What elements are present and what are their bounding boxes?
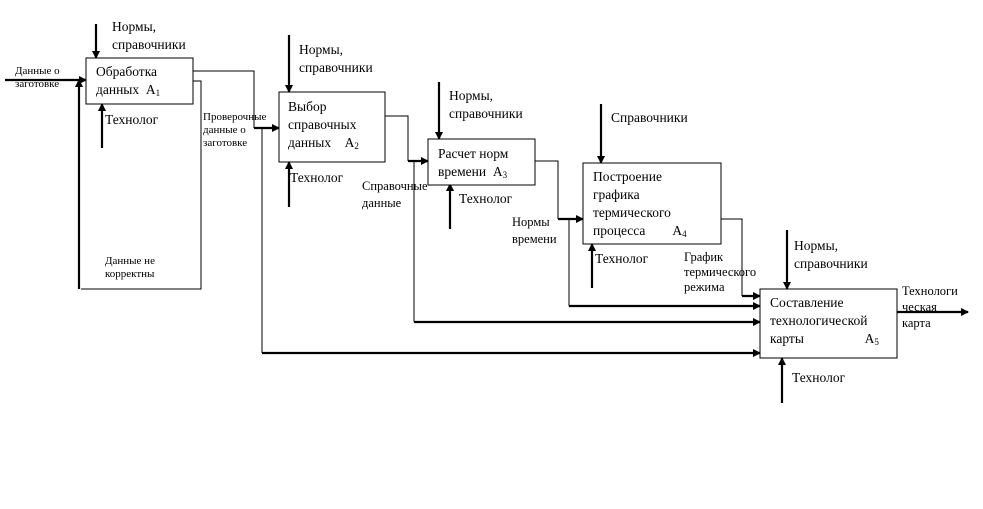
graph-line1: График [684, 250, 724, 264]
block-a1-num: 1 [155, 88, 161, 98]
block-a5-line2: технологической [770, 313, 868, 328]
control-label-a3-line1: Нормы, [449, 88, 494, 103]
block-a2-code: A [344, 135, 355, 150]
block-a5-line3: карты [770, 331, 804, 346]
incorrect-data-line2: корректны [105, 268, 155, 280]
graph-line3: режима [684, 280, 725, 294]
block-a3-line2: времени [438, 164, 487, 179]
control-label-a5-line1: Нормы, [794, 238, 839, 253]
incorrect-data-line1: Данные не [105, 255, 155, 267]
block-a4-text: Построение графика термического процесса… [593, 168, 687, 243]
mechanism-label-a5: Технолог [792, 370, 846, 385]
block-a2-num: 2 [354, 141, 359, 151]
block-a5 [759, 288, 898, 359]
block-a3-num: 3 [502, 170, 508, 180]
input-label-line1: Данные о [15, 65, 60, 77]
checked-data-line1: Проверочные [203, 111, 267, 123]
block-a4-line4: процесса [593, 223, 646, 238]
graph-label: График термического режима [684, 250, 756, 295]
flow-a1-a2 [193, 70, 255, 128]
ref-data-line1: Справочные [362, 179, 428, 193]
checked-data-line3: заготовке [203, 137, 248, 149]
mechanism-label-a2: Технолог [290, 170, 344, 185]
block-a4 [582, 162, 722, 245]
ref-data-line2: данные [362, 196, 402, 210]
flow-a2-a3 [385, 115, 409, 161]
block-a5-num: 5 [874, 337, 879, 347]
output-line3: карта [902, 316, 931, 330]
mechanism-label-a3: Технолог [459, 191, 513, 206]
block-a3-line1: Расчет норм [438, 146, 509, 161]
block-a1-code: A [145, 82, 156, 97]
output-line1: Технологи [902, 284, 958, 298]
block-a5-code: A [864, 331, 875, 346]
control-label-a5: Нормы, справочники [794, 237, 868, 273]
feedback-frame [81, 80, 202, 290]
control-label-a1-line1: Нормы, [112, 19, 157, 34]
graph-line2: термического [684, 265, 757, 279]
block-a4-line3: термического [593, 205, 671, 220]
block-a4-line1: Построение [593, 169, 662, 184]
block-a2-line3: данных [288, 135, 332, 150]
control-label-a2-line2: справочники [299, 60, 373, 75]
norm-time-label: Нормы времени [512, 214, 557, 248]
ref-data-label: Справочные данные [362, 178, 428, 212]
block-a2-line1: Выбор [288, 99, 327, 114]
block-a1 [85, 57, 194, 105]
checked-data-line2: данные о [203, 124, 246, 136]
output-line2: ческая [902, 300, 937, 314]
control-label-a3: Нормы, справочники [449, 87, 523, 123]
block-a1-line1: Обработка [96, 64, 158, 79]
mechanism-label-a1: Технолог [105, 112, 159, 127]
norm-time-line1: Нормы [512, 215, 550, 229]
block-a4-code: A [672, 223, 683, 238]
block-a5-line1: Составление [770, 295, 844, 310]
output-label: Технологи ческая карта [902, 283, 958, 331]
mechanism-label-a4: Технолог [595, 251, 649, 266]
block-a1-line2: данных [96, 82, 140, 97]
block-a4-line2: графика [593, 187, 640, 202]
control-label-a1: Нормы, справочники [112, 18, 186, 54]
block-a4-num: 4 [682, 229, 687, 239]
block-a2 [278, 91, 386, 163]
input-label: Данные о заготовке [15, 65, 60, 91]
block-a2-text: Выбор справочных данных A2 [288, 98, 359, 155]
control-label-a2-line1: Нормы, [299, 42, 344, 57]
incorrect-data-label: Данные не корректны [105, 255, 155, 281]
flow-a3-a4 [535, 160, 559, 219]
block-a3-code: A [492, 164, 503, 179]
block-a5-text: Составление технологической карты A5 [770, 294, 879, 351]
input-label-line2: заготовке [15, 78, 60, 90]
flow-a4-a5 [721, 218, 743, 296]
norm-time-line2: времени [512, 232, 557, 246]
block-a3-text: Расчет норм времени A3 [438, 145, 508, 184]
checked-data-label: Проверочные данные о заготовке [203, 111, 266, 150]
block-a2-line2: справочных [288, 117, 357, 132]
control-label-a1-line2: справочники [112, 37, 186, 52]
control-label-a2: Нормы, справочники [299, 41, 373, 77]
control-label-a4: Справочники [611, 110, 688, 125]
control-label-a5-line2: справочники [794, 256, 868, 271]
block-a1-text: Обработка данных A1 [96, 63, 160, 102]
block-a3 [427, 138, 536, 186]
control-label-a3-line2: справочники [449, 106, 523, 121]
